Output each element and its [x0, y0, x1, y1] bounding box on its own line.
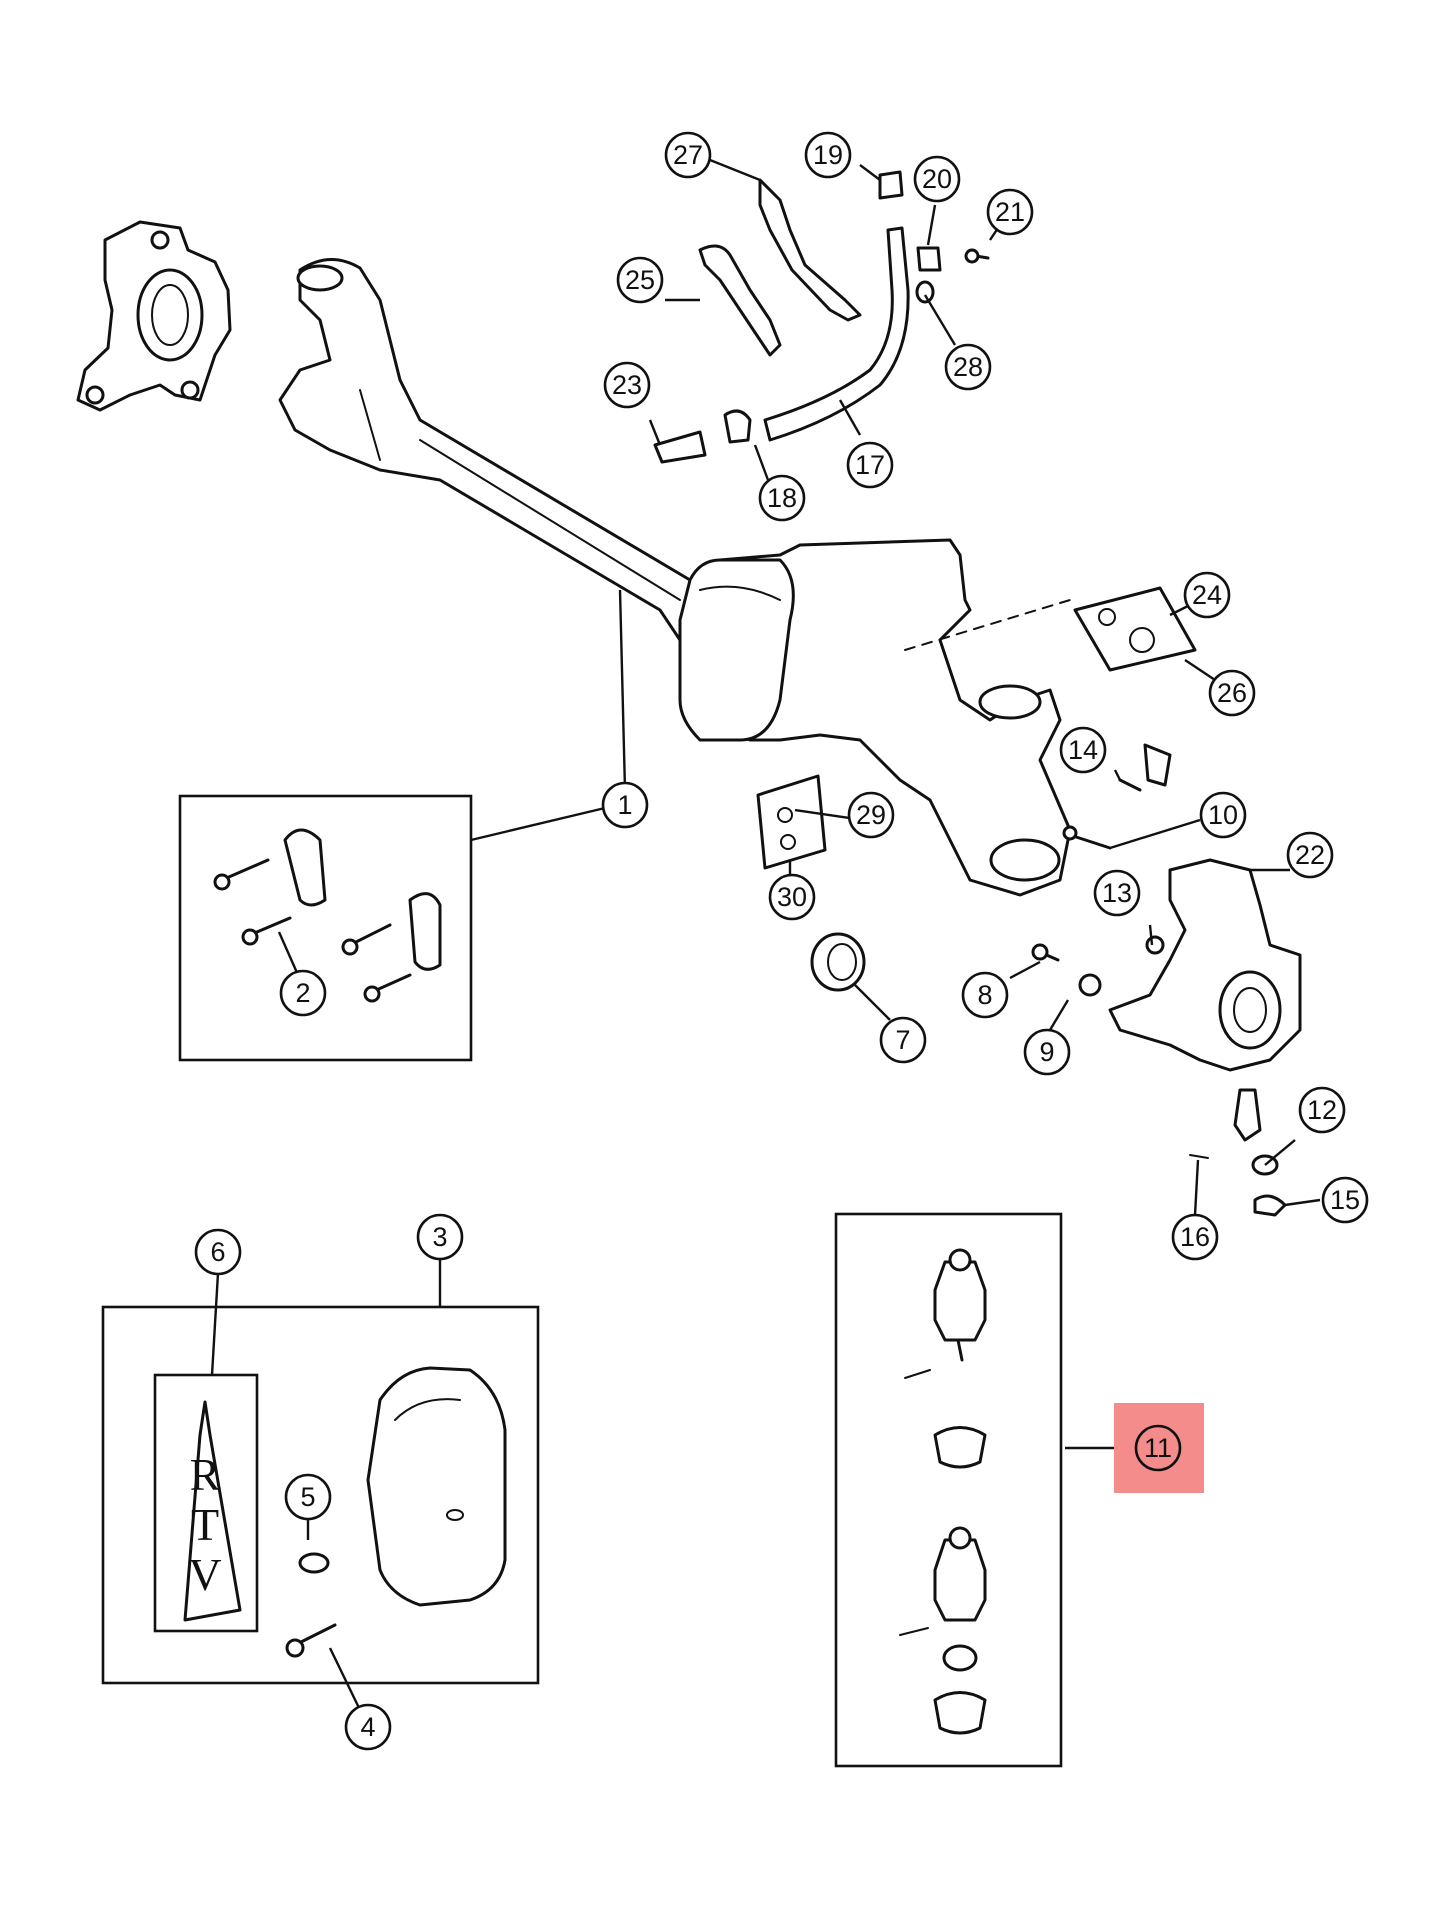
callout-4[interactable]: 4 — [344, 1703, 392, 1751]
callout-8[interactable]: 8 — [961, 971, 1009, 1019]
callout-1-label: 1 — [617, 790, 632, 820]
callout-19-label: 19 — [813, 140, 843, 170]
rtv-letter-r: R — [190, 1449, 221, 1500]
rtv-letter-v: V — [188, 1549, 221, 1600]
callout-26-label: 26 — [1217, 678, 1247, 708]
callout-12[interactable]: 12 — [1298, 1086, 1346, 1134]
rtv-letter-t: T — [191, 1499, 219, 1550]
callout-12-label: 12 — [1307, 1095, 1337, 1125]
callout-11-highlight — [1114, 1403, 1204, 1493]
bolts-drawing — [213, 828, 442, 1003]
callout-13-label: 13 — [1102, 878, 1132, 908]
callout-23-label: 23 — [612, 370, 642, 400]
callout-22[interactable]: 22 — [1286, 831, 1334, 879]
callout-2[interactable]: 2 — [279, 969, 327, 1017]
callout-17[interactable]: 17 — [846, 441, 894, 489]
callout-21-label: 21 — [995, 197, 1025, 227]
callout-27[interactable]: 27 — [664, 131, 712, 179]
vent-parts-drawing — [653, 170, 990, 464]
ball-joint-kit-box — [834, 1212, 1063, 1768]
callout-22-label: 22 — [1295, 840, 1325, 870]
callout-18[interactable]: 18 — [758, 474, 806, 522]
callout-23[interactable]: 23 — [603, 361, 651, 409]
rtv-box — [153, 1373, 259, 1633]
callout-11-label: 11 — [1144, 1433, 1172, 1463]
callout-1[interactable]: 1 — [601, 781, 649, 829]
diff-cover-drawing — [366, 1366, 507, 1607]
callout-28[interactable]: 28 — [944, 343, 992, 391]
callout-6[interactable]: 6 — [194, 1228, 242, 1276]
small-parts-drawing — [1031, 743, 1287, 1217]
tags-drawing — [756, 586, 1197, 870]
callout-20[interactable]: 20 — [913, 155, 961, 203]
callout-20-label: 20 — [922, 164, 952, 194]
callout-6-label: 6 — [210, 1237, 225, 1267]
seal-7-drawing — [810, 932, 866, 992]
bolt-4-plug-5-drawing — [285, 1552, 337, 1658]
knuckle-right-drawing — [1108, 858, 1302, 1072]
callout-15[interactable]: 15 — [1321, 1176, 1369, 1224]
callout-13[interactable]: 13 — [1093, 869, 1141, 917]
callout-26[interactable]: 26 — [1208, 669, 1256, 717]
callout-2-label: 2 — [295, 978, 310, 1008]
callout-24[interactable]: 24 — [1183, 571, 1231, 619]
callout-11[interactable]: 11 — [1134, 1424, 1182, 1472]
callout-10[interactable]: 10 — [1199, 791, 1247, 839]
callout-10-label: 10 — [1208, 800, 1238, 830]
callout-19[interactable]: 19 — [804, 131, 852, 179]
callout-27-label: 27 — [673, 140, 703, 170]
callout-15-label: 15 — [1330, 1185, 1360, 1215]
callout-4-label: 4 — [360, 1712, 375, 1742]
callout-17-label: 17 — [855, 450, 885, 480]
knuckle-left-drawing — [76, 220, 232, 412]
ball-joint-kit-drawing — [899, 1248, 987, 1735]
callout-3[interactable]: 3 — [416, 1213, 464, 1261]
callout-30[interactable]: 30 — [768, 873, 816, 921]
callout-9-label: 9 — [1039, 1037, 1054, 1067]
callout-8-label: 8 — [977, 980, 992, 1010]
callout-29[interactable]: 29 — [847, 791, 895, 839]
bolt-kit-box — [178, 794, 473, 1062]
callout-25-label: 25 — [625, 265, 655, 295]
callout-16[interactable]: 16 — [1171, 1213, 1219, 1261]
callout-18-label: 18 — [767, 483, 797, 513]
callout-16-label: 16 — [1180, 1222, 1210, 1252]
callout-7[interactable]: 7 — [879, 1016, 927, 1064]
callout-5[interactable]: 5 — [284, 1473, 332, 1521]
callout-24-label: 24 — [1192, 580, 1222, 610]
axle-housing-drawing — [278, 258, 1072, 897]
callout-3-label: 3 — [432, 1222, 447, 1252]
callout-30-label: 30 — [777, 882, 807, 912]
rtv-tube-drawing: R T V — [183, 1400, 242, 1622]
callout-14-label: 14 — [1068, 735, 1098, 765]
callout-29-label: 29 — [856, 800, 886, 830]
callout-28-label: 28 — [953, 352, 983, 382]
callout-14[interactable]: 14 — [1059, 726, 1107, 774]
cover-kit-box — [101, 1305, 540, 1685]
callout-21[interactable]: 21 — [986, 188, 1034, 236]
dashed-reference-line — [904, 599, 1071, 651]
callout-5-label: 5 — [300, 1482, 315, 1512]
callout-9[interactable]: 9 — [1023, 1028, 1071, 1076]
callout-7-label: 7 — [895, 1025, 910, 1055]
callout-25[interactable]: 25 — [616, 256, 664, 304]
